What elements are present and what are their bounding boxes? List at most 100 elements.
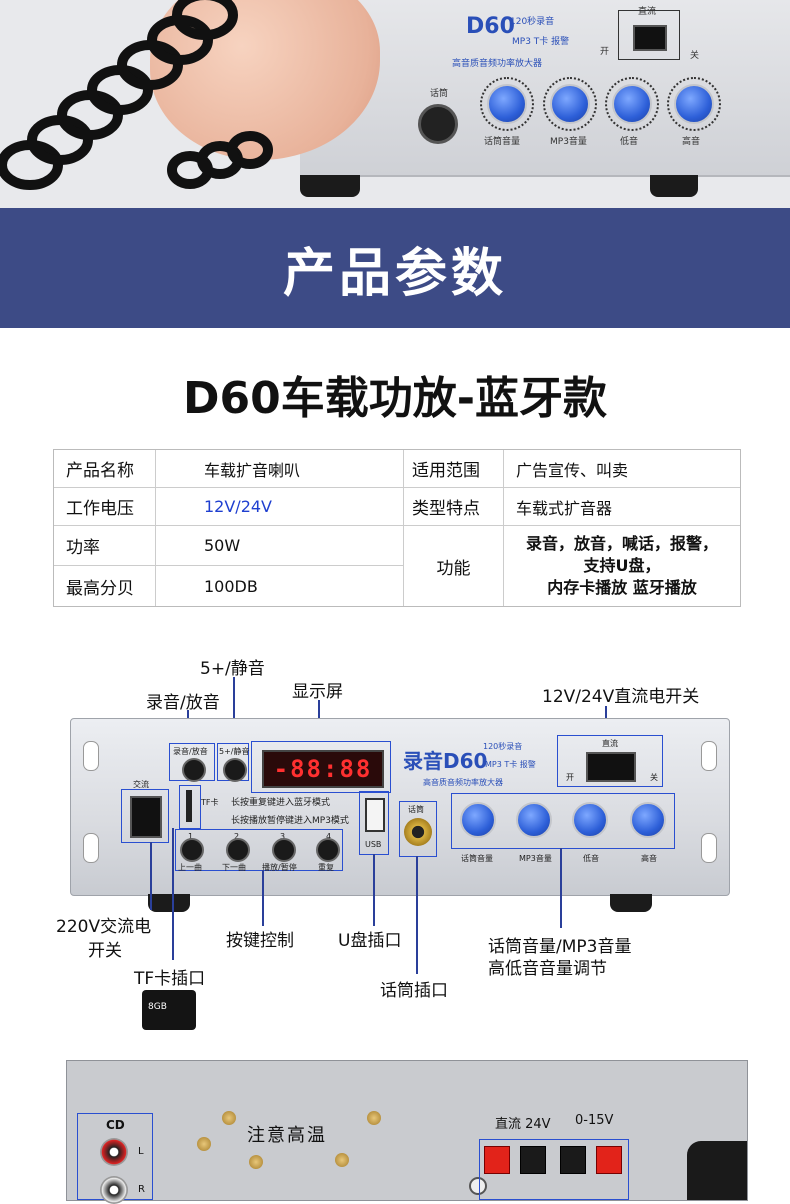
callout-line <box>172 828 174 960</box>
spec-value: 50W <box>156 526 404 566</box>
hero-knob <box>487 84 527 124</box>
hero-switch-on: 开 <box>600 47 610 57</box>
key-label: 下一曲 <box>222 863 246 872</box>
mode-hint-mp3: 长按播放暂停键进入MP3模式 <box>231 816 349 826</box>
terminal-box <box>479 1139 629 1200</box>
front-brand-sub1: 120秒录音 <box>483 742 523 751</box>
dc-rocker-switch[interactable] <box>586 752 636 782</box>
cd-jack-right[interactable] <box>100 1176 128 1204</box>
cd-r-label: R <box>138 1184 145 1195</box>
key-number: 1 <box>188 832 194 841</box>
hero-brand-model: D60 <box>466 14 515 39</box>
display-box: -88:88 <box>251 741 391 793</box>
usb-box: USB <box>359 791 389 855</box>
next-track-button[interactable] <box>226 838 250 862</box>
key-number: 3 <box>280 832 286 841</box>
front-brand-sub3: 高音质音频功率放大器 <box>423 778 503 787</box>
hero-switch-title: 直流 <box>638 7 657 17</box>
key-label: 上一曲 <box>178 863 202 872</box>
knob-label: 低音 <box>583 854 599 863</box>
mic-volume-knob[interactable] <box>460 802 496 838</box>
mode-hint-bluetooth: 长按重复键进入蓝牙模式 <box>231 798 331 808</box>
record-button-label: 录音/放音 <box>173 747 208 756</box>
mic-label: 话筒 <box>408 805 424 814</box>
mp3-volume-knob[interactable] <box>516 802 552 838</box>
mic-jack[interactable] <box>404 818 432 846</box>
function-line: 录音，放音，喊话，报警， <box>525 534 718 553</box>
ac-switch-box <box>121 789 169 843</box>
record-button[interactable] <box>182 758 206 782</box>
bass-knob[interactable] <box>572 802 608 838</box>
dc-switch-box: 直流 开 关 <box>557 735 663 787</box>
hero-knob-ring <box>480 77 534 131</box>
screw <box>222 1111 236 1125</box>
front-brand-sub2: MP3 T卡 报警 <box>485 760 536 769</box>
screw <box>249 1155 263 1169</box>
hero-brand: D60 <box>466 14 515 39</box>
tf-slot-box <box>179 785 201 829</box>
dc-switch-on: 开 <box>566 773 574 782</box>
ac-rocker-switch[interactable] <box>130 796 162 838</box>
mute-button[interactable] <box>223 758 247 782</box>
usb-label: USB <box>365 840 382 849</box>
callout-usb: U盘插口 <box>338 931 402 951</box>
hero-foot <box>300 175 360 197</box>
callout-line <box>560 848 562 928</box>
hero-brand-sub2: MP3 T卡 报警 <box>512 37 570 47</box>
dc-negative-terminal[interactable] <box>520 1146 546 1174</box>
spec-key: 最高分贝 <box>54 566 156 606</box>
spec-key: 功率 <box>54 526 156 566</box>
banner-title: 产品参数 <box>282 243 507 304</box>
callout-display: 显示屏 <box>292 682 343 702</box>
ac-switch-title: 交流 <box>133 780 149 789</box>
usb-port[interactable] <box>365 798 385 832</box>
tf-card-slot[interactable] <box>186 790 192 822</box>
cd-jack-left[interactable] <box>100 1138 128 1166</box>
screw <box>197 1137 211 1151</box>
key-label: 重复 <box>318 863 334 872</box>
front-foot <box>148 894 190 912</box>
dc-positive-terminal[interactable] <box>484 1146 510 1174</box>
led-display: -88:88 <box>262 750 384 788</box>
hero-photo: D60 120秒录音 MP3 T卡 报警 高音质音频功率放大器 话筒 直流 开 … <box>0 0 790 208</box>
hero-knob-label: 低音 <box>620 137 639 147</box>
microphone-cord-image <box>0 0 273 190</box>
callout-tf: TF卡插口 <box>134 969 206 989</box>
heat-warning-label: 注意高温 <box>247 1125 327 1146</box>
callout-record: 录音/放音 <box>146 693 220 713</box>
callout-dc-switch: 12V/24V直流电开关 <box>542 687 700 707</box>
spec-key: 适用范围 <box>404 450 504 488</box>
spec-value: 广告宣传、叫卖 <box>504 450 740 488</box>
front-foot <box>610 894 652 912</box>
rack-ear-hole <box>701 741 717 771</box>
callout-ac-switch-1: 220V交流电 <box>56 917 152 937</box>
callout-mute: 5+/静音 <box>200 659 265 679</box>
knob-label: MP3音量 <box>519 854 552 863</box>
play-pause-button[interactable] <box>272 838 296 862</box>
speaker-negative-terminal[interactable] <box>560 1146 586 1174</box>
hero-foot <box>650 175 698 197</box>
function-line: 内存卡播放 蓝牙播放 <box>547 578 697 597</box>
speaker-positive-terminal[interactable] <box>596 1146 622 1174</box>
hero-mic-label: 话筒 <box>430 89 449 99</box>
mute-button-label: 5+/静音 <box>219 747 250 756</box>
knobs-box <box>451 793 675 849</box>
ground-screw <box>469 1177 487 1195</box>
treble-knob[interactable] <box>630 802 666 838</box>
keys-box: 1 上一曲 2 下一曲 3 播放/暂停 4 重复 <box>175 829 343 872</box>
prev-track-button[interactable] <box>180 838 204 862</box>
hero-brand-sub1: 120秒录音 <box>510 17 555 27</box>
screw <box>367 1111 381 1125</box>
callout-volume-1: 话筒音量/MP3音量 <box>488 937 632 957</box>
callout-volume-2: 高低音音量调节 <box>488 959 607 979</box>
speaker-output-label: 0-15V <box>575 1113 614 1128</box>
callout-mic: 话筒插口 <box>380 981 448 1001</box>
hero-knob <box>550 84 590 124</box>
callout-line <box>262 870 264 926</box>
section-banner: 产品参数 <box>0 208 790 328</box>
dc-switch-off: 关 <box>650 773 658 782</box>
repeat-button[interactable] <box>316 838 340 862</box>
spec-value: 车载扩音喇叭 <box>156 450 404 488</box>
hero-rocker-switch <box>633 25 667 51</box>
hero-knob-label: 话筒音量 <box>484 137 521 147</box>
